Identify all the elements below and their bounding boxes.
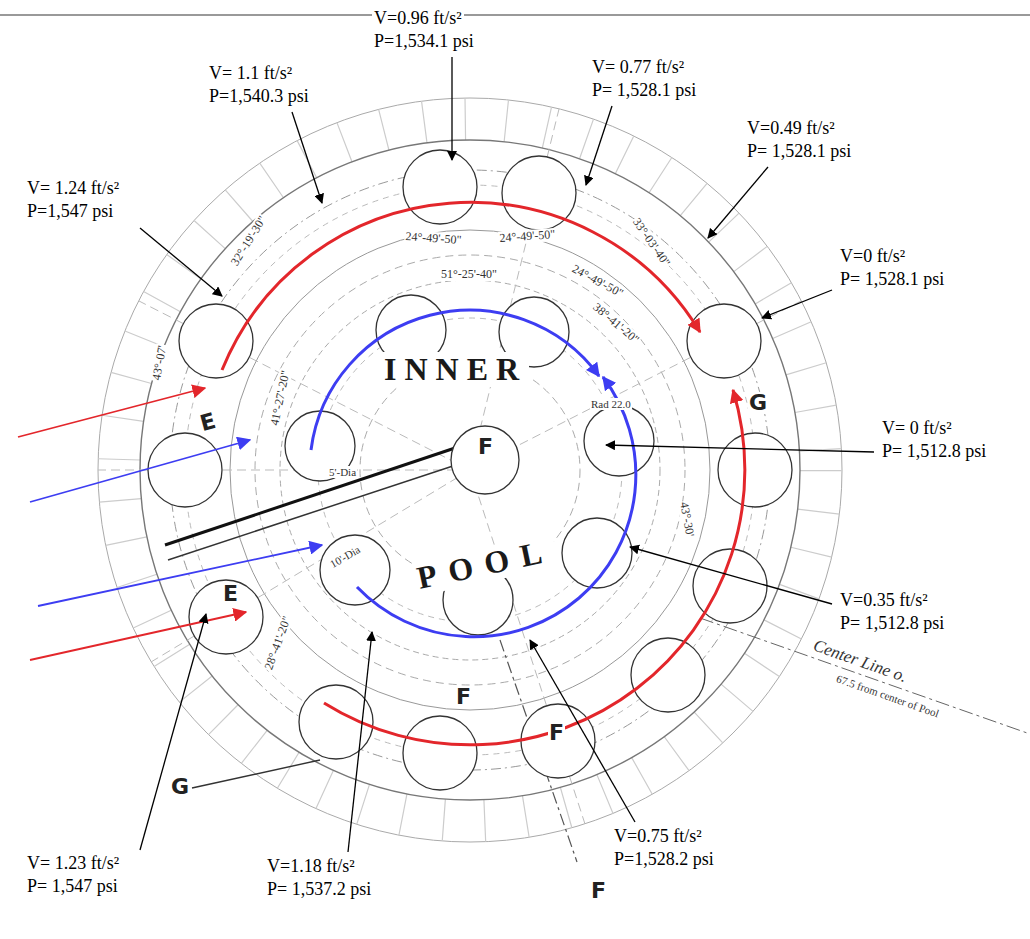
leader-line <box>708 167 768 238</box>
dimension-note: 10'-Dia <box>327 543 363 571</box>
outer-pillar <box>403 716 477 790</box>
section-line-g <box>192 760 320 788</box>
outer-pillar <box>631 638 705 712</box>
velocity-pressure-callout: V=0 ft/s² <box>838 246 907 268</box>
dimension-circle <box>280 280 660 660</box>
leader-line <box>630 547 832 604</box>
section-letter: F <box>548 722 565 744</box>
outer-pillar <box>403 150 477 224</box>
velocity-pressure-callout: V= 0 ft/s² <box>880 418 954 440</box>
outer-pillar <box>718 433 792 507</box>
velocity-pressure-callout: P= 1,512.8 psi <box>880 441 988 463</box>
velocity-pressure-callout: V= 1.24 ft/s² <box>25 178 121 200</box>
section-letter: F <box>455 686 472 708</box>
outer-flow-path <box>222 202 700 370</box>
section-letter: F <box>477 436 494 458</box>
angle-dimension: 24°-49'-50" <box>404 230 463 247</box>
velocity-pressure-callout: P= 1,547 psi <box>25 876 120 898</box>
inner-inflow-arrow <box>38 545 322 606</box>
velocity-pressure-callout: P= 1,512.8 psi <box>838 613 946 635</box>
leader-line <box>586 106 612 185</box>
angle-dimension: 24°-49'-50" <box>498 228 557 245</box>
inner-pillar <box>584 406 654 476</box>
angle-dimension: 43°-30' <box>677 500 696 539</box>
outer-pillar <box>521 704 595 778</box>
velocity-pressure-callout: P=1,547 psi <box>25 201 115 223</box>
angle-dimension: 32°-19'-30" <box>228 213 270 269</box>
velocity-pressure-callout: V=0.35 ft/s² <box>838 590 930 612</box>
sheet-border-line <box>0 14 1030 16</box>
velocity-pressure-callout: P= 1,528.1 psi <box>590 80 698 102</box>
angle-dimension: 51°-25'-40" <box>440 268 498 281</box>
velocity-pressure-callout: P= 1,528.1 psi <box>838 269 946 291</box>
leader-line <box>762 290 832 318</box>
angle-dimension: 38°-41'-20" <box>590 300 643 347</box>
inner-flow-path <box>357 377 636 637</box>
leader-line <box>606 445 874 452</box>
angle-dimension: 33°-03'-40" <box>629 215 673 270</box>
outer-pillar <box>148 433 222 507</box>
dimension-circle <box>255 255 685 685</box>
velocity-pressure-callout: P=1,534.1 psi <box>372 31 476 53</box>
leader-line <box>292 112 322 203</box>
velocity-pressure-callout: V= 1.23 ft/s² <box>25 853 121 875</box>
dimension-note: 5'-Dia <box>328 466 357 478</box>
velocity-pressure-callout: V= 1.1 ft/s² <box>207 63 294 85</box>
center-pillar <box>451 426 519 494</box>
outer-band-edge <box>98 98 842 842</box>
outer-inflow-arrow <box>18 388 205 437</box>
velocity-pressure-callout: V=0.96 ft/s² <box>372 8 464 30</box>
section-letter: G <box>170 776 190 798</box>
center-line <box>700 618 1030 734</box>
velocity-pressure-callout: P= 1,528.1 psi <box>745 141 853 163</box>
velocity-pressure-callout: P=1,528.2 psi <box>612 849 716 871</box>
leader-line <box>348 632 372 852</box>
outer-flow-path <box>324 390 745 745</box>
pool-name: POOL <box>412 532 559 596</box>
angle-dimension: 24°-49'-50" <box>569 262 626 301</box>
inner-inflow-arrow <box>30 440 250 502</box>
outer-pillar <box>179 304 253 378</box>
inner-flow-path <box>311 310 599 450</box>
velocity-pressure-callout: P=1,540.3 psi <box>207 86 311 108</box>
leader-line <box>451 57 452 160</box>
outer-inflow-arrow <box>30 612 246 660</box>
velocity-pressure-callout: V=0.49 ft/s² <box>745 118 837 140</box>
angle-dimension: 41°-27'-20" <box>268 368 293 427</box>
section-letter: E <box>222 583 239 605</box>
section-letter: G <box>748 392 768 414</box>
angle-dimension: 43°-07' <box>150 344 169 383</box>
velocity-pressure-callout: P= 1,537.2 psi <box>265 879 373 901</box>
leader-line <box>140 614 206 850</box>
velocity-pressure-callout: V=1.18 ft/s² <box>265 856 357 878</box>
leader-line <box>140 228 222 296</box>
inner-pillar <box>320 535 390 605</box>
angle-dimension: 28°-41'-20" <box>262 614 294 673</box>
leader-line <box>530 640 635 822</box>
velocity-pressure-callout: V=0.75 ft/s² <box>612 826 704 848</box>
outer-pillar <box>687 304 761 378</box>
pool-name: INNER <box>382 352 529 387</box>
section-letter: F <box>590 880 607 902</box>
section-letter: E <box>197 410 219 436</box>
dimension-circle <box>230 230 710 710</box>
velocity-pressure-callout: V= 0.77 ft/s² <box>590 57 686 79</box>
inner-pillar <box>562 518 632 588</box>
dimension-note: Rad 22.0 <box>590 398 632 410</box>
